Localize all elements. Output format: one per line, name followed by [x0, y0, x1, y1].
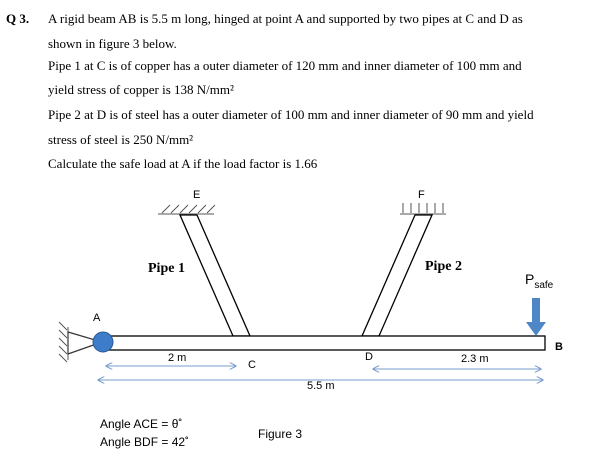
- pipe-2: [361, 214, 433, 337]
- dimension-2m-label: 2 m: [168, 352, 186, 364]
- label-d: D: [365, 351, 373, 363]
- beam-ab: [99, 335, 546, 351]
- pipe-2-label: Pipe 2: [425, 259, 462, 274]
- label-a: A: [93, 312, 101, 324]
- label-c: C: [248, 359, 256, 371]
- label-b: B: [555, 341, 563, 353]
- question-line-1: A rigid beam AB is 5.5 m long, hinged at…: [48, 11, 523, 26]
- question-line-6: stress of steel is 250 N/mm²: [48, 132, 194, 147]
- support-f-hatching: [400, 203, 446, 215]
- angle-ace-label: Angle ACE = θ˚: [100, 417, 182, 431]
- support-e-hatching: [158, 204, 216, 215]
- dimension-23m-label: 2.3 m: [461, 353, 489, 365]
- hinge-bracket: [67, 331, 104, 355]
- load-arrow: [526, 298, 546, 336]
- figure-caption: Figure 3: [258, 427, 302, 441]
- question-line-3: Pipe 1 at C is of copper has a outer dia…: [48, 58, 522, 73]
- hinge-a: [92, 331, 114, 353]
- load-label: Psafe: [525, 271, 554, 291]
- pipe-1-label: Pipe 1: [148, 261, 185, 276]
- question-line-5: Pipe 2 at D is of steel has a outer diam…: [48, 107, 534, 122]
- question-line-7: Calculate the safe load at A if the load…: [48, 156, 318, 171]
- question-line-4: yield stress of copper is 138 N/mm²: [48, 82, 234, 97]
- label-e: E: [193, 189, 200, 201]
- wall-support-a: [58, 321, 69, 363]
- dimension-55m-label: 5.5 m: [307, 380, 335, 392]
- question-number: Q 3.: [6, 11, 30, 26]
- question-line-2: shown in figure 3 below.: [48, 36, 177, 51]
- label-f: F: [418, 189, 425, 201]
- angle-bdf-label: Angle BDF = 42˚: [100, 435, 189, 449]
- pipe-1: [179, 214, 251, 337]
